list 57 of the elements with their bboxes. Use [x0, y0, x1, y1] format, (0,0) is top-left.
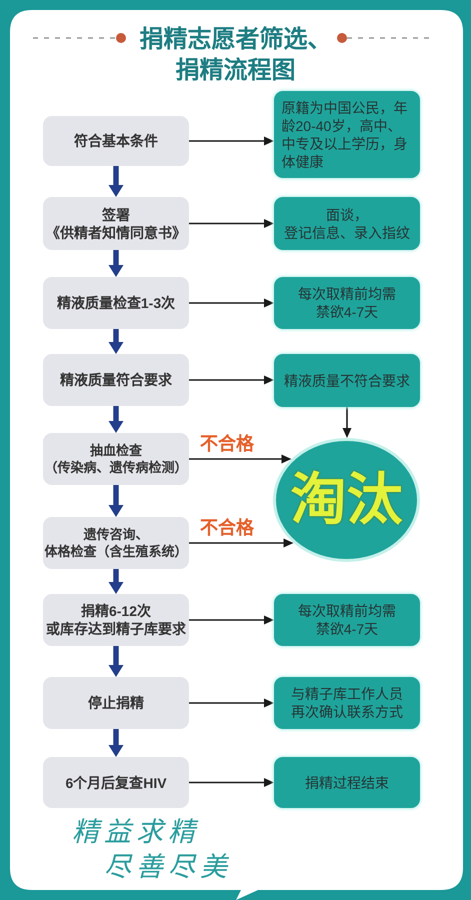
- arrow: [189, 376, 274, 384]
- step-text: 精液质量符合要求: [60, 372, 172, 388]
- process-box: [43, 757, 189, 808]
- note-box: [274, 594, 420, 646]
- process-box: [43, 277, 189, 329]
- arrow: [189, 298, 274, 308]
- note-box: [274, 677, 420, 729]
- step-text: 停止捐精: [88, 695, 144, 711]
- step-text: 抽血检查（传染病、遗传病检测）: [44, 443, 188, 475]
- arrow: [189, 219, 274, 228]
- note-box: [274, 757, 420, 808]
- arrow: [189, 698, 274, 708]
- note-box: [274, 91, 420, 178]
- process-box: [43, 197, 189, 250]
- arrow: [342, 407, 352, 438]
- arrow: [189, 454, 292, 464]
- arrow: [108, 329, 124, 354]
- note-text: 与精子库工作人员再次确认联系方式: [291, 686, 403, 720]
- arrow: [108, 729, 124, 757]
- note-box: [274, 197, 420, 250]
- result-circle: [273, 438, 420, 562]
- step-text: 捐精6-12次或库存达到精子库要求: [46, 603, 186, 637]
- edge-label: 不合格: [198, 433, 256, 455]
- process-box: [43, 433, 189, 485]
- step-text: 6个月后复查HIV: [65, 774, 167, 790]
- note-text: 捐精过程结束: [305, 774, 389, 790]
- arrow: [108, 406, 124, 433]
- step-text: 符合基本条件: [74, 133, 158, 149]
- title: 捐精志愿者筛选、捐精流程图: [138, 25, 332, 86]
- note-text: 原籍为中国公民，年龄20-40岁，高中、中专及以上学历，身体健康: [282, 100, 408, 170]
- arrow: [189, 538, 294, 548]
- note-text: 每次取精前均需禁欲4-7天: [298, 286, 396, 320]
- slogan-text: 精益求精: [72, 816, 200, 850]
- process-box: [43, 517, 189, 569]
- step-text: 签署《供精者知情同意书》: [46, 206, 186, 240]
- result-text: 淘汰: [290, 468, 402, 531]
- process-box: [43, 677, 189, 729]
- step-text: 遗传咨询、体格检查（含生殖系统）: [44, 527, 188, 559]
- note-box: [274, 277, 420, 329]
- note-text: 每次取精前均需禁欲4-7天: [298, 603, 396, 637]
- arrow: [189, 616, 274, 624]
- step-text: 精液质量检查1-3次: [56, 295, 176, 311]
- arrow: [108, 646, 124, 677]
- note-text: 精液质量不符合要求: [284, 372, 410, 388]
- arrow: [108, 485, 124, 517]
- arrow: [189, 136, 274, 146]
- slogan-text: 尽善尽美: [104, 851, 232, 885]
- note-text: 面谈，登记信息、录入指纹: [284, 206, 410, 240]
- arrow: [108, 166, 124, 197]
- process-box: [43, 116, 189, 166]
- process-box: [43, 594, 189, 646]
- edge-label: 不合格: [198, 517, 256, 539]
- note-box: [274, 354, 420, 407]
- arrow: [189, 778, 274, 787]
- arrow: [108, 569, 124, 594]
- process-box: [43, 354, 189, 406]
- arrow: [108, 250, 124, 277]
